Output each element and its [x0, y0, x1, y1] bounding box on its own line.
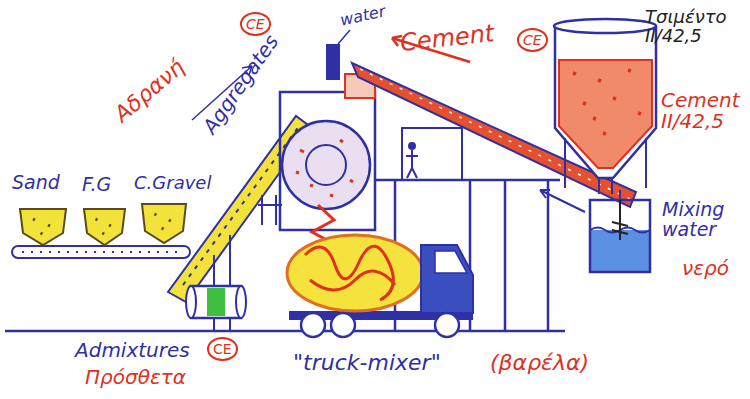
aggregate-bin	[20, 209, 66, 245]
belt-dots	[22, 251, 180, 253]
node-outline	[285, 225, 475, 340]
node-label: Sand	[12, 173, 60, 193]
node-label: "truck-mixer"	[293, 351, 441, 374]
railing	[258, 195, 282, 225]
bin-dots	[96, 219, 112, 234]
node-label: νερό	[682, 258, 729, 279]
tank-end	[236, 286, 246, 318]
silo-legs	[565, 138, 646, 194]
mixer-housing	[280, 92, 375, 230]
drum-spiral	[305, 246, 395, 300]
truck-mixer: "truck-mixer"(βαρέλα)	[285, 225, 475, 340]
water-tank: Mixing waterνερό	[590, 200, 650, 272]
node-outline	[590, 200, 650, 272]
material-label: Aggregates	[199, 31, 281, 137]
node-outline	[185, 283, 247, 321]
node-outline	[82, 205, 127, 247]
water-tank	[590, 200, 650, 272]
admixture-fill	[207, 288, 225, 316]
admixture-tank	[191, 286, 241, 318]
cement-silo: Τσιμέντο II/42,5Cement II/42,5	[553, 18, 658, 188]
node-label: Τσιμέντο II/42,5	[645, 8, 727, 46]
tank-pipe	[619, 190, 621, 200]
sand-bin: Sand	[18, 205, 68, 247]
mixer-core	[306, 145, 346, 185]
admixture-tank: AdmixturesCEΠρόσθετα	[185, 283, 247, 321]
bin-dots	[33, 219, 50, 234]
ground-line	[5, 330, 565, 333]
water-leader	[338, 30, 350, 44]
node-outline	[140, 200, 188, 245]
conveyor-rollers	[183, 125, 300, 285]
return-arrow	[540, 190, 585, 212]
coarse-gravel-bin: C.Gravel	[140, 200, 188, 245]
node-outline	[18, 205, 68, 247]
cab-window	[435, 251, 467, 273]
input-label: water	[339, 3, 387, 28]
mixer-drum	[287, 235, 423, 311]
node-label: F.G	[82, 175, 111, 195]
truck-wheel	[331, 313, 355, 337]
stirrer	[612, 200, 628, 240]
node-label: Admixtures	[75, 340, 190, 361]
aggregate-bin	[84, 209, 125, 245]
tank-end	[186, 286, 196, 318]
silo-top	[554, 19, 656, 33]
cement-fill	[559, 60, 652, 168]
aggregate-bin	[142, 204, 186, 243]
truck-wheel	[301, 313, 325, 337]
ce-mark: CE	[517, 28, 548, 52]
truck-wheel	[435, 313, 459, 337]
water-pipe	[326, 44, 340, 80]
bin-dots	[154, 214, 170, 229]
silo-body	[555, 26, 656, 178]
ce-mark: CE	[207, 337, 238, 361]
ce-mark: CE	[240, 12, 271, 36]
fine-gravel-bin: F.G	[82, 205, 127, 247]
mixer-drum	[282, 121, 370, 209]
material-label: Αδρανή	[111, 56, 189, 126]
node-outline	[553, 18, 658, 188]
operator-head	[408, 142, 416, 150]
node-label: Cement II/42,5	[661, 90, 741, 132]
cement-dots	[573, 70, 641, 134]
material-label: Cement	[399, 21, 495, 55]
mixer-dots	[296, 140, 353, 196]
node-label: (βαρέλα)	[490, 351, 589, 374]
control-room	[402, 128, 462, 180]
node-label: Πρόσθετα	[85, 367, 186, 388]
operator-body	[406, 150, 418, 178]
belt-feeder	[12, 246, 190, 258]
node-label: Mixing water	[662, 200, 744, 240]
node-label: C.Gravel	[134, 174, 211, 193]
truck-cab	[421, 245, 473, 313]
